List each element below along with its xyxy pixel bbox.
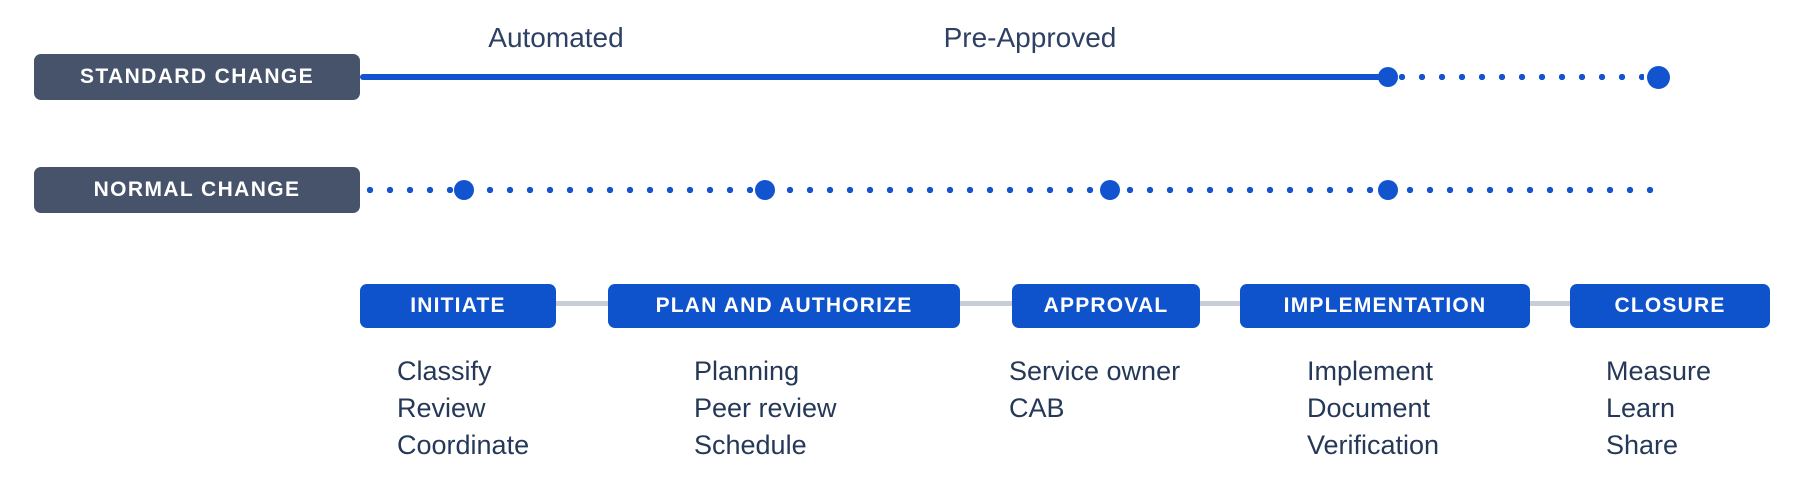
list-item: CAB bbox=[1009, 393, 1065, 423]
approval-items: Service owner CAB bbox=[1009, 353, 1180, 427]
stage-closure: CLOSURE bbox=[1570, 284, 1770, 328]
closure-items: Measure Learn Share bbox=[1606, 353, 1711, 464]
stage-initiate: INITIATE bbox=[360, 284, 556, 328]
normal-change-label: NORMAL CHANGE bbox=[34, 167, 360, 213]
list-item: Service owner bbox=[1009, 356, 1181, 386]
list-item: Schedule bbox=[694, 430, 807, 460]
initiate-items: Classify Review Coordinate bbox=[397, 353, 529, 464]
list-item: Verification bbox=[1307, 430, 1440, 460]
normal-change-milestone-dot-initiate bbox=[454, 180, 474, 200]
standard-change-dotted-line bbox=[1398, 73, 1644, 81]
stage-implementation: IMPLEMENTATION bbox=[1240, 284, 1530, 328]
standard-change-label: STANDARD CHANGE bbox=[34, 54, 360, 100]
pre-approved-annotation: Pre-Approved bbox=[943, 22, 1117, 53]
list-item: Measure bbox=[1606, 356, 1712, 386]
list-item: Learn bbox=[1606, 393, 1676, 423]
list-item: Implement bbox=[1307, 356, 1434, 386]
normal-change-dotted-line bbox=[366, 186, 1666, 194]
stage-plan-and-authorize: PLAN AND AUTHORIZE bbox=[608, 284, 960, 328]
standard-change-solid-line bbox=[360, 74, 1388, 80]
plan-and-authorize-items: Planning Peer review Schedule bbox=[694, 353, 837, 464]
list-item: Share bbox=[1606, 430, 1679, 460]
automated-annotation: Automated bbox=[488, 22, 624, 53]
normal-change-milestone-dot-approval bbox=[1100, 180, 1120, 200]
list-item: Review bbox=[397, 393, 486, 423]
implementation-items: Implement Document Verification bbox=[1307, 353, 1439, 464]
normal-change-milestone-dot-implementation bbox=[1378, 180, 1398, 200]
list-item: Classify bbox=[397, 356, 492, 386]
standard-change-milestone-dot bbox=[1378, 67, 1398, 87]
stage-approval: APPROVAL bbox=[1012, 284, 1200, 328]
list-item: Planning bbox=[694, 356, 800, 386]
list-item: Coordinate bbox=[397, 430, 530, 460]
list-item: Document bbox=[1307, 393, 1431, 423]
normal-change-milestone-dot-plan bbox=[755, 180, 775, 200]
list-item: Peer review bbox=[694, 393, 837, 423]
standard-change-end-dot bbox=[1647, 66, 1670, 89]
